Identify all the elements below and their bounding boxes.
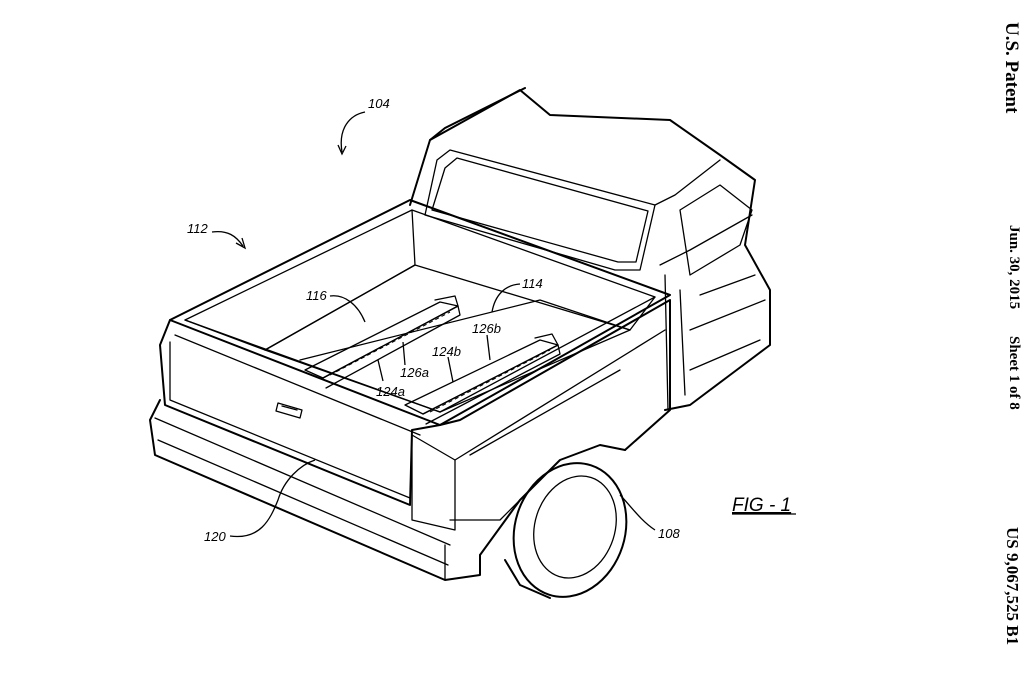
ref-116: 116 bbox=[306, 288, 327, 303]
leader-lines bbox=[211, 111, 656, 538]
patent-number: US 9,067,525 B1 bbox=[1003, 527, 1022, 646]
ref-124b: 124b bbox=[432, 344, 461, 359]
ref-104: 104 bbox=[368, 96, 390, 111]
truck-cab bbox=[409, 87, 771, 411]
patent-header-title: U.S. Patent bbox=[1001, 22, 1022, 114]
bed-rail-assembly bbox=[304, 295, 561, 425]
ref-126a: 126a bbox=[400, 365, 429, 380]
ref-120: 120 bbox=[204, 529, 226, 544]
tailgate bbox=[159, 319, 441, 506]
truck-bed bbox=[169, 199, 671, 426]
ref-108: 108 bbox=[658, 526, 680, 541]
patent-date: Jun. 30, 2015 bbox=[1006, 225, 1022, 310]
figure-label: FIG - 1 bbox=[732, 495, 791, 516]
rear-wheel bbox=[504, 462, 628, 599]
side-panel bbox=[411, 299, 671, 556]
ref-124a: 124a bbox=[376, 384, 405, 399]
ref-112: 112 bbox=[187, 221, 208, 236]
ref-126b: 126b bbox=[472, 321, 501, 336]
rear-bumper bbox=[149, 399, 481, 581]
sheet-number: Sheet 1 of 8 bbox=[1006, 336, 1022, 410]
ref-114: 114 bbox=[522, 276, 543, 291]
